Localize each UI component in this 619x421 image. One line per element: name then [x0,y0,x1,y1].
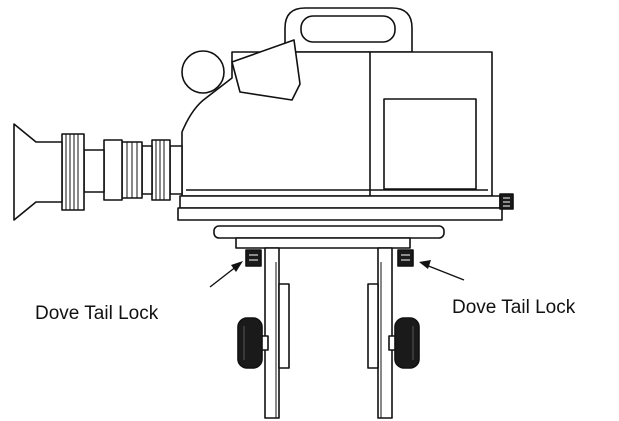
right-tension-knob [388,317,420,369]
left-lock-callout-arrow [209,261,243,288]
left-mount-arm [264,247,290,419]
viewfinder [181,39,301,101]
left-dovetail-lock-label: Dove Tail Lock [35,303,159,324]
base-plate [177,195,503,221]
dovetail-rail [213,225,445,249]
camera-handle [284,7,413,53]
right-dovetail-lock-label: Dove Tail Lock [452,297,576,318]
right-mount-arm [367,247,393,419]
right-lock-callout-arrow [419,260,465,281]
left-dovetail-lock-knob [245,249,262,267]
side-lock-screw [499,193,514,210]
camera-body [181,51,493,197]
left-tension-knob [237,317,269,369]
right-dovetail-lock-knob [397,249,414,267]
camera-lens [13,123,183,221]
